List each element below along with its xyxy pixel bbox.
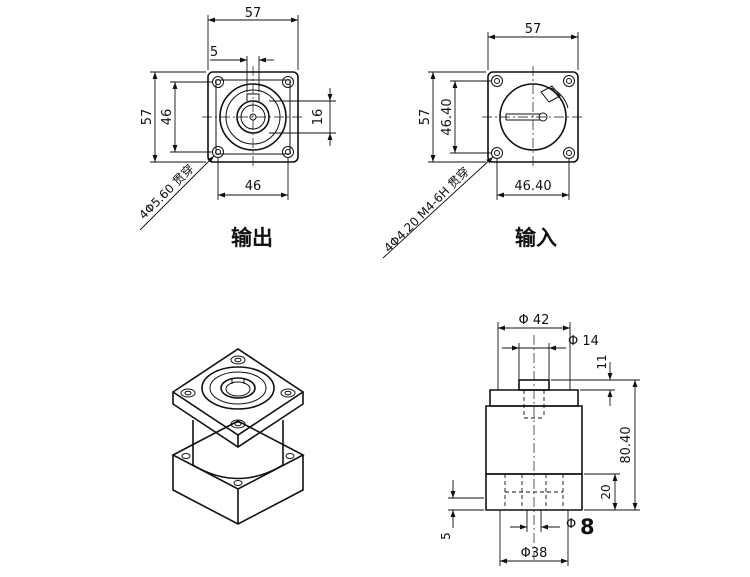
output-hole-note: 4Φ5.60 贯穿 <box>136 161 197 222</box>
input-dim-height: 57 <box>418 109 433 126</box>
side-dim-bore-value: 8 <box>580 515 595 539</box>
input-dim-pcd-v: 46.40 <box>440 98 455 135</box>
iso-output-boss <box>201 366 275 410</box>
side-dim-body-dia: Φ 42 <box>519 313 550 328</box>
output-caption: 输出 <box>231 226 273 250</box>
output-dim-pcd-h: 46 <box>245 179 262 194</box>
input-hole-note: 4Φ4.20 M4-6H 贯穿 <box>381 164 473 256</box>
output-dim-pcd-v: 46 <box>160 109 175 126</box>
side-base <box>485 473 583 511</box>
input-clamp-screw <box>540 85 561 103</box>
side-dim-shaft-dia: Φ 14 <box>568 334 599 349</box>
input-dim-width: 57 <box>525 22 542 37</box>
output-dim-offset: 5 <box>210 45 218 60</box>
isometric-view <box>171 348 305 525</box>
side-dim-total-len: 80.40 <box>619 426 634 463</box>
side-dim-flange: 5 <box>439 532 453 540</box>
iso-body-cylinder <box>192 420 284 480</box>
side-dim-pilot: Φ38 <box>521 546 548 561</box>
iso-output-shaft <box>220 377 256 399</box>
side-dim-bore-symbol: Φ <box>566 517 576 532</box>
output-view: 57 5 57 46 16 46 4Φ5.60 贯穿 输出 <box>136 6 336 250</box>
output-dim-height: 57 <box>140 109 155 126</box>
input-caption: 输入 <box>515 226 557 250</box>
input-view: 57 57 46.40 46.40 4Φ4.20 M4-6H 贯穿 输入 <box>381 22 584 259</box>
output-dim-width: 57 <box>245 6 262 21</box>
output-bolt-holes <box>212 76 294 158</box>
side-view: Φ 42 Φ 14 11 80.40 20 5 Φ <box>439 313 640 566</box>
side-dim-base-len: 20 <box>599 484 613 499</box>
input-dim-pcd-h: 46.40 <box>514 179 551 194</box>
input-bolt-holes <box>491 75 575 159</box>
side-dim-shaft-len: 11 <box>595 354 609 369</box>
output-dim-shaft: 16 <box>311 109 326 126</box>
